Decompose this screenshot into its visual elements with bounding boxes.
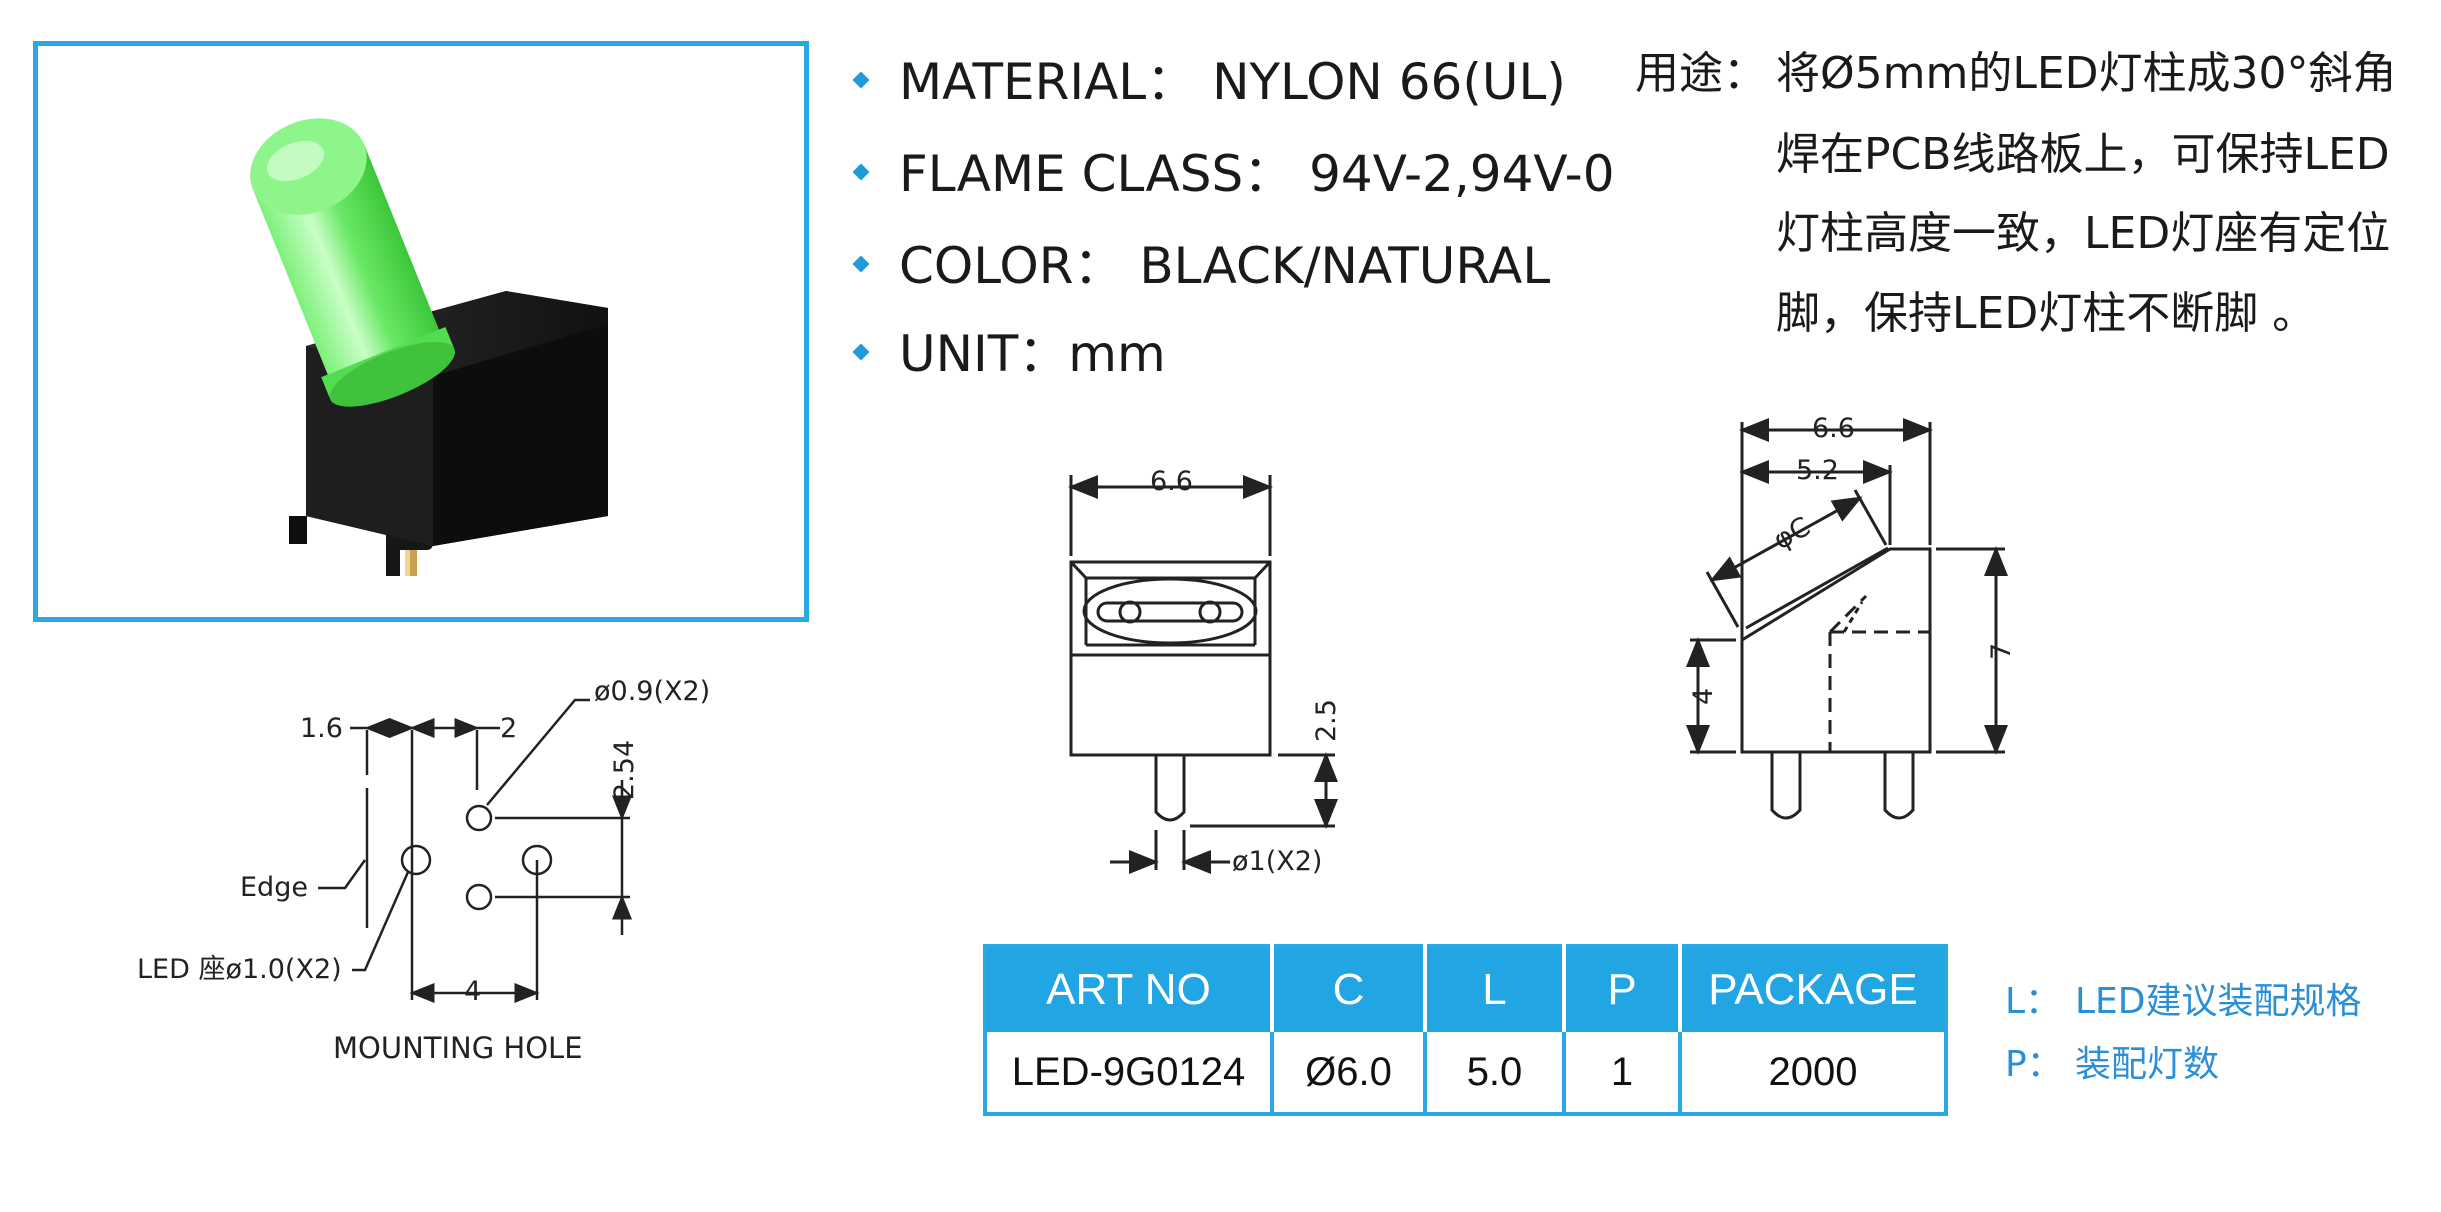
header-p: P bbox=[1564, 946, 1682, 1032]
dim-label: 5.2 bbox=[1796, 455, 1839, 486]
seat-label: LED 座ø1.0(X2) bbox=[137, 954, 342, 985]
dim-label: 7 bbox=[1986, 643, 2017, 660]
spec-flame-class: FLAME CLASS： 94V-2,94V-0 bbox=[852, 144, 1615, 204]
spec-unit: UNIT：mm bbox=[852, 324, 1166, 384]
dim-label: 2.5 bbox=[1311, 699, 1342, 742]
header-package: PACKAGE bbox=[1680, 946, 1946, 1032]
diamond-bullet-icon bbox=[852, 163, 870, 180]
dim-label: 6.6 bbox=[1812, 413, 1855, 444]
front-view-labels: 6.6 2.5 ø1(X2) bbox=[1150, 466, 1342, 877]
cell-p: 1 bbox=[1564, 1032, 1682, 1114]
usage-label: 用途： bbox=[1635, 48, 1767, 99]
diamond-bullet-icon bbox=[852, 255, 870, 272]
spec-material: MATERIAL： NYLON 66(UL) bbox=[852, 52, 1566, 112]
spec-table: ART NO C L P PACKAGE LED-9G0124 Ø6.0 5.0… bbox=[983, 944, 1948, 1116]
legend-l: L：LED建议装配规格 bbox=[2005, 981, 2362, 1022]
mounting-hole-labels: 1.6 2 2.54 4 ø0.9(X2) Edge LED 座ø1.0(X2)… bbox=[137, 676, 710, 1065]
edge-label: Edge bbox=[240, 872, 308, 903]
dim-label: 6.6 bbox=[1150, 466, 1193, 497]
header-art-no: ART NO bbox=[985, 946, 1274, 1032]
cell-package: 2000 bbox=[1768, 1049, 1858, 1094]
spec-color: COLOR： BLACK/NATURAL bbox=[852, 236, 1550, 296]
table-header-row: ART NO C L P PACKAGE bbox=[985, 946, 1946, 1032]
led-holder-illustration bbox=[250, 118, 608, 576]
product-photo bbox=[33, 41, 809, 622]
pin-label: ø1(X2) bbox=[1232, 846, 1322, 877]
dim-label: 4 bbox=[1688, 688, 1719, 705]
side-view-labels: 6.6 5.2 φC 7 4 bbox=[1688, 413, 2017, 705]
cell-c: Ø6.0 bbox=[1272, 1032, 1427, 1114]
dim-label: φC bbox=[1768, 511, 1815, 556]
header-l: L bbox=[1425, 946, 1566, 1032]
cell-art-no: LED-9G0124 bbox=[985, 1032, 1274, 1114]
diamond-bullet-icon bbox=[852, 343, 870, 360]
usage-line: 脚，保持LED灯柱不断脚 。 bbox=[1776, 288, 2317, 339]
hole-label: ø0.9(X2) bbox=[594, 676, 710, 707]
mounting-hole-drawing bbox=[318, 698, 632, 1003]
dim-label: 2.54 bbox=[609, 740, 640, 800]
usage-line: 灯柱高度一致，LED灯座有定位 bbox=[1776, 208, 2391, 259]
cell-l: 5.0 bbox=[1425, 1032, 1566, 1114]
front-view-drawing bbox=[1068, 475, 1338, 874]
dim-label: 1.6 bbox=[300, 713, 343, 744]
dim-label: 2 bbox=[500, 713, 517, 744]
diamond-bullet-icon bbox=[852, 71, 870, 88]
usage-line: 焊在PCB线路板上，可保持LED bbox=[1776, 129, 2390, 180]
usage-line: 将Ø5mm的LED灯柱成30°斜角 bbox=[1776, 48, 2397, 99]
legend-p: P：装配灯数 bbox=[2005, 1044, 2220, 1085]
table-row: LED-9G0124 Ø6.0 5.0 1 2000 bbox=[985, 1032, 1946, 1114]
mounting-hole-title: MOUNTING HOLE bbox=[333, 1031, 583, 1065]
side-view-drawing bbox=[1686, 418, 2008, 820]
dim-label: 4 bbox=[464, 976, 481, 1007]
header-c: C bbox=[1272, 946, 1427, 1032]
